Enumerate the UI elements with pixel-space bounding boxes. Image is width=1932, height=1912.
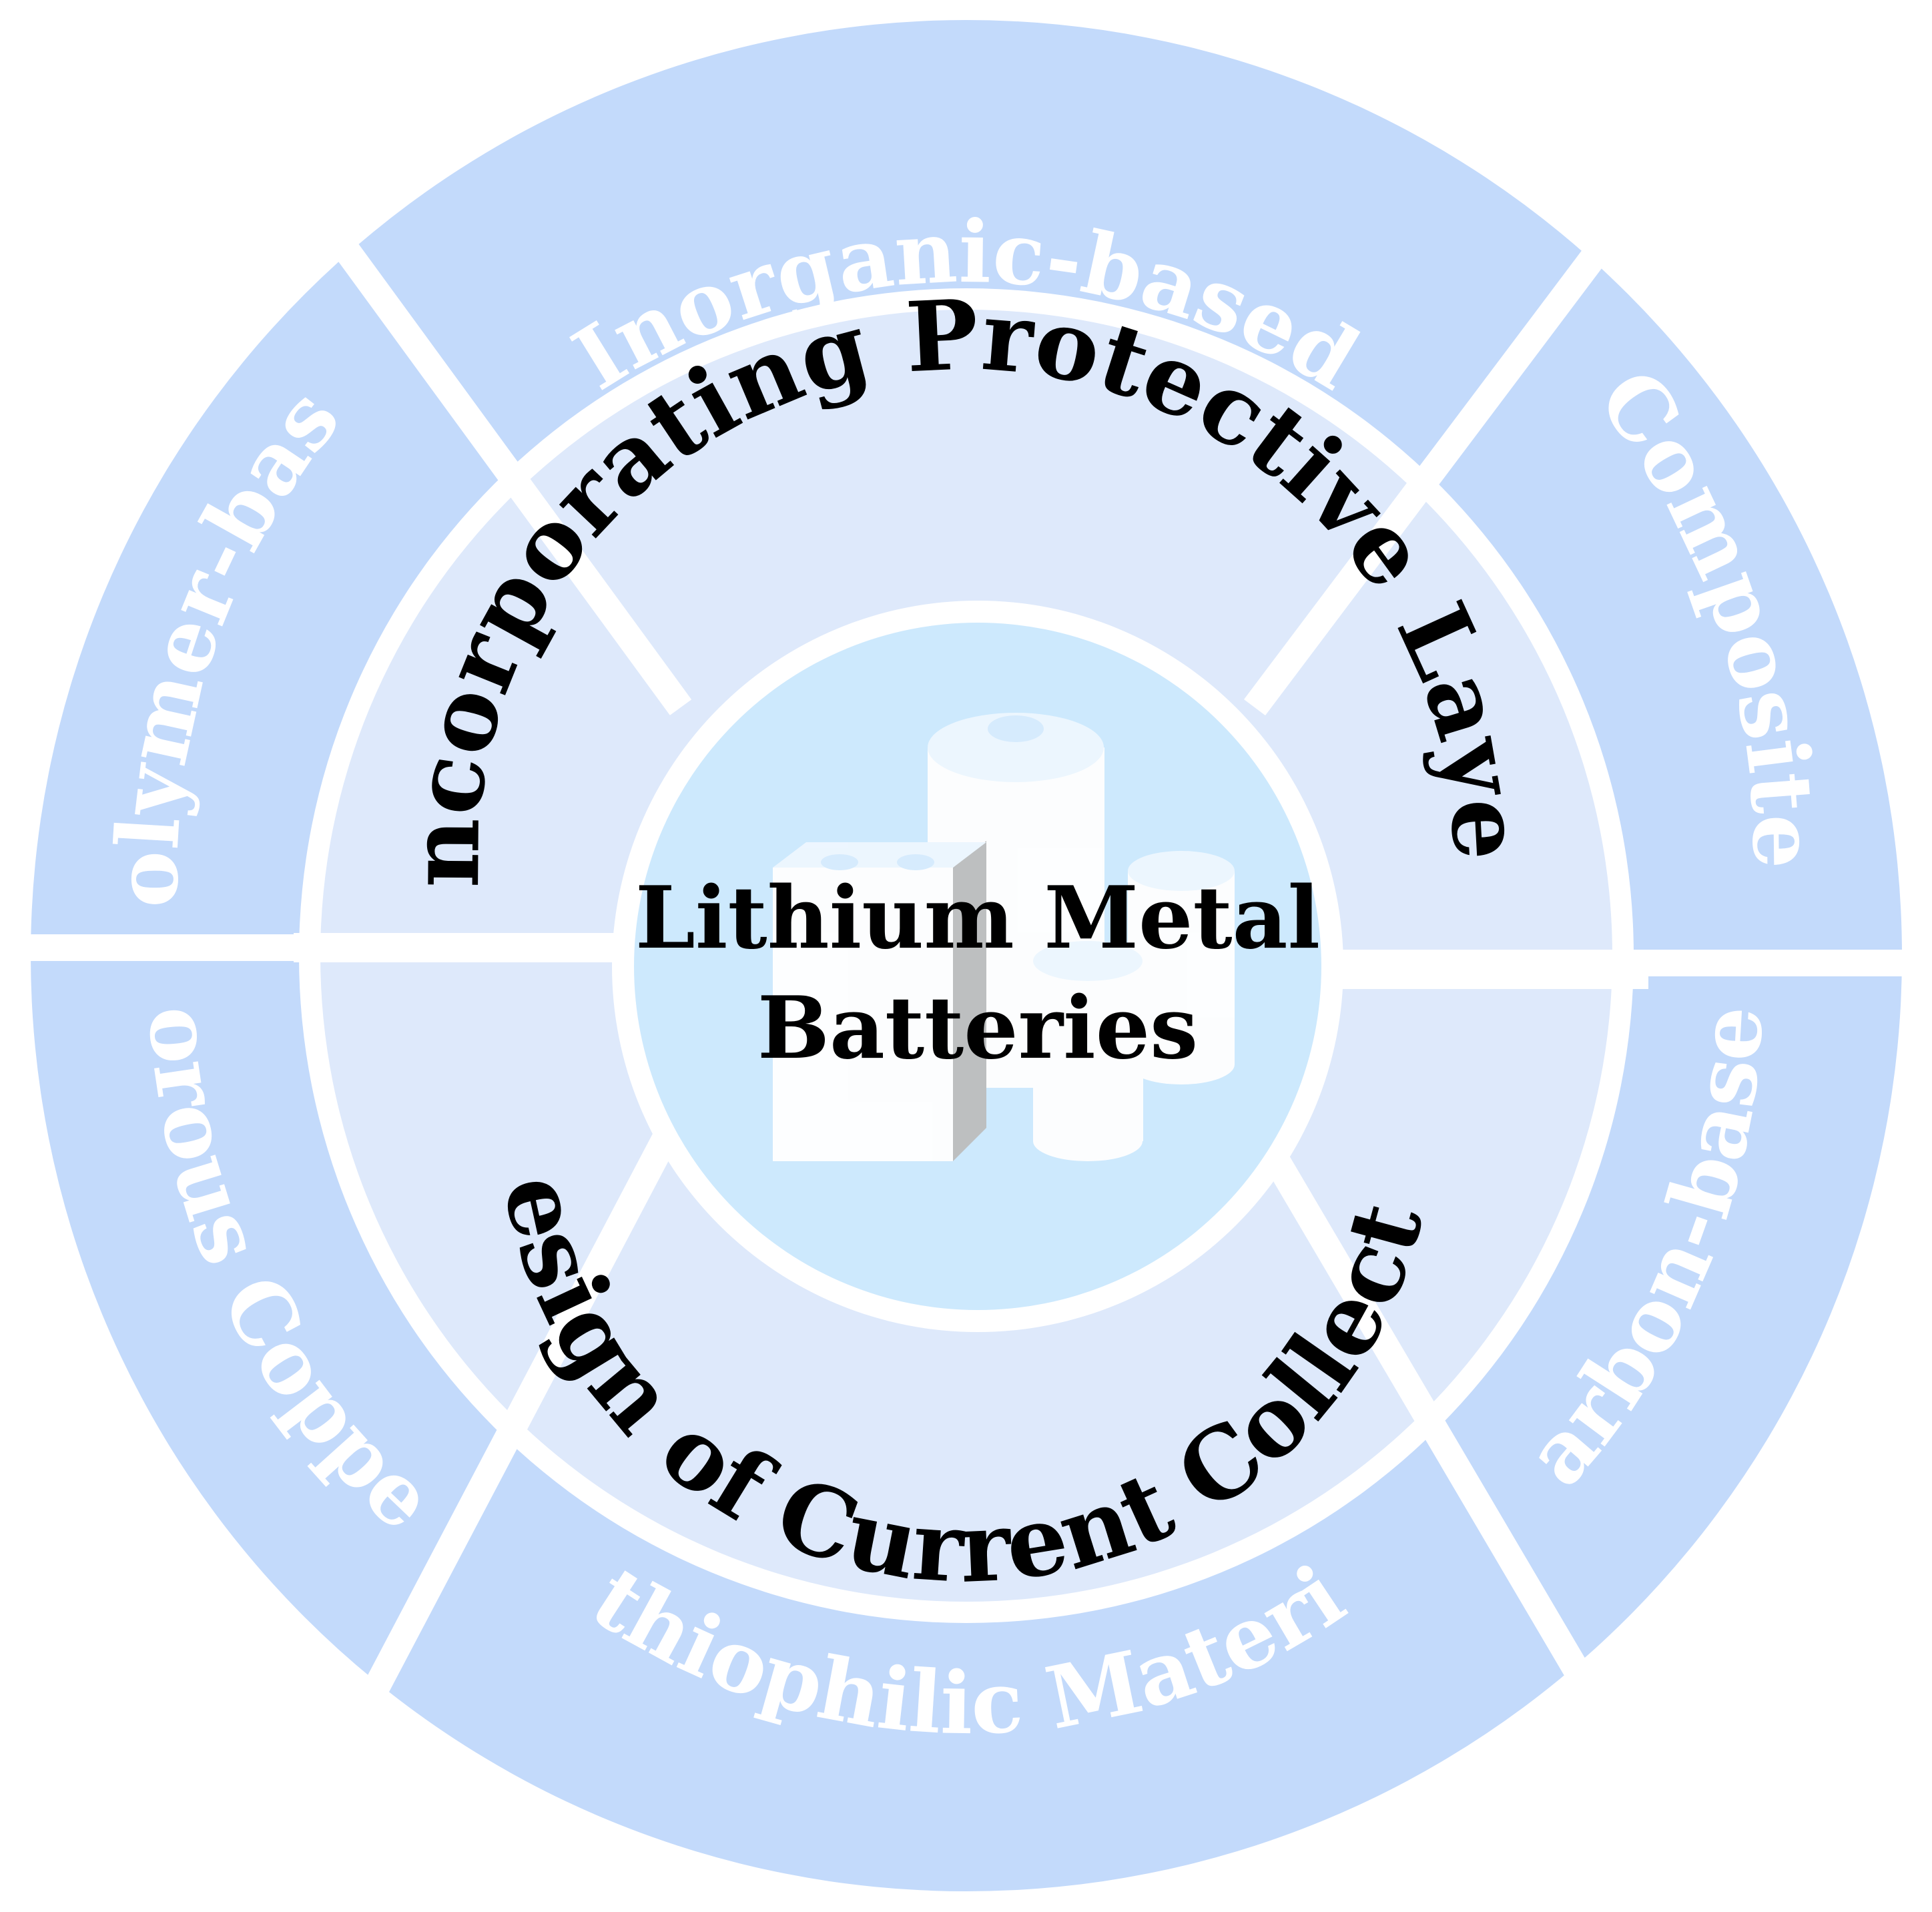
- separator-upper-right: [1244, 162, 1669, 716]
- box-cell-body: [773, 868, 953, 1161]
- short-cell-top: [1033, 941, 1143, 981]
- separator-upper-left: [269, 151, 692, 715]
- short-cell-bottom: [1033, 1121, 1143, 1161]
- battery-cells-icon: [773, 713, 1235, 1161]
- small-cell-top: [1128, 851, 1235, 891]
- small-cell-body: [1128, 871, 1235, 1064]
- box-cell-top: [773, 842, 986, 868]
- separator-lower-left: [335, 1128, 679, 1750]
- center-title-line-2: Batteries: [757, 978, 1198, 1078]
- small-cell-bottom: [1128, 1044, 1235, 1084]
- box-cell-side: [953, 841, 986, 1161]
- box-cell-terminal-1: [821, 854, 858, 870]
- tall-cell-top: [928, 713, 1104, 782]
- short-cell-body: [1033, 961, 1143, 1141]
- center-title-line-1: Lithium Metal: [635, 868, 1320, 968]
- tall-cell-terminal: [988, 715, 1044, 742]
- box-cell-terminal-2: [897, 854, 934, 870]
- separator-lower-right: [1249, 1127, 1624, 1737]
